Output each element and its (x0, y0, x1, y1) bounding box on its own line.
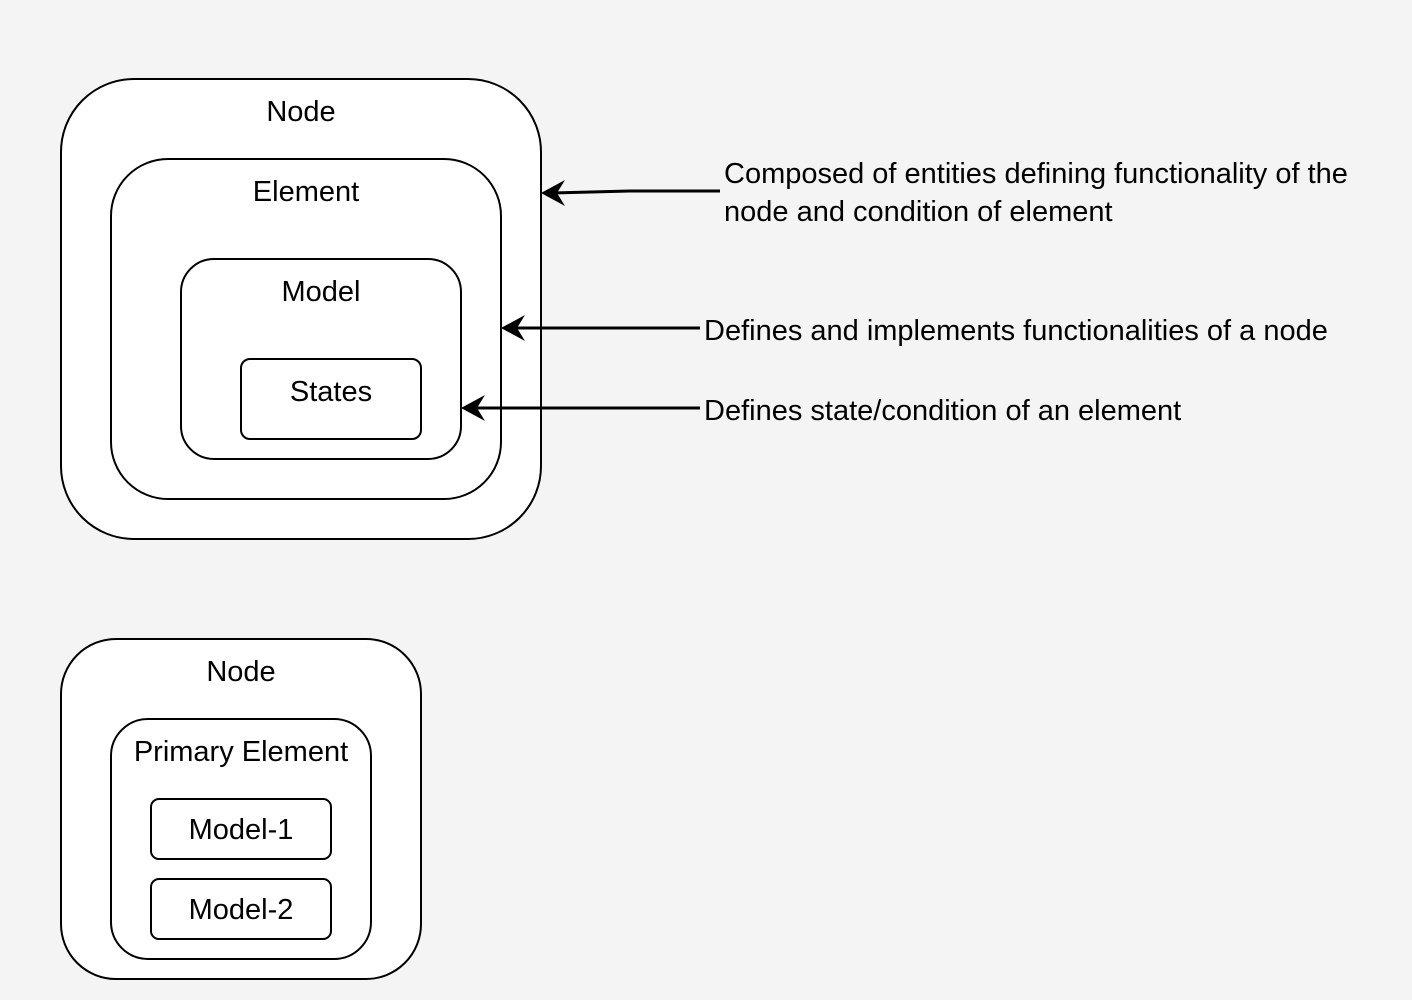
arrow-node-line (551, 189, 720, 195)
states-label: States (289, 376, 373, 408)
element-label: Element (252, 176, 360, 208)
arrow-element-head (501, 315, 525, 341)
model-2-label: Model-2 (188, 894, 294, 926)
node-label-top: Node (266, 96, 336, 128)
states-box: States (240, 358, 422, 440)
primary-element-label: Primary Element (133, 736, 349, 768)
model-2-box: Model-2 (150, 878, 332, 940)
arrow-model-head (461, 395, 485, 421)
annotation-element: Defines and implements functionalities o… (704, 315, 1328, 347)
model-1-label: Model-1 (188, 814, 294, 846)
annotation-model: Defines state/condition of an element (704, 395, 1182, 427)
annotation-node-line2: node and condition of element (724, 196, 1113, 228)
annotation-node-line1: Composed of entities defining functional… (724, 158, 1348, 190)
node-label-bottom: Node (206, 656, 276, 688)
model-label: Model (281, 276, 361, 308)
arrow-node-head (541, 180, 565, 206)
model-1-box: Model-1 (150, 798, 332, 860)
